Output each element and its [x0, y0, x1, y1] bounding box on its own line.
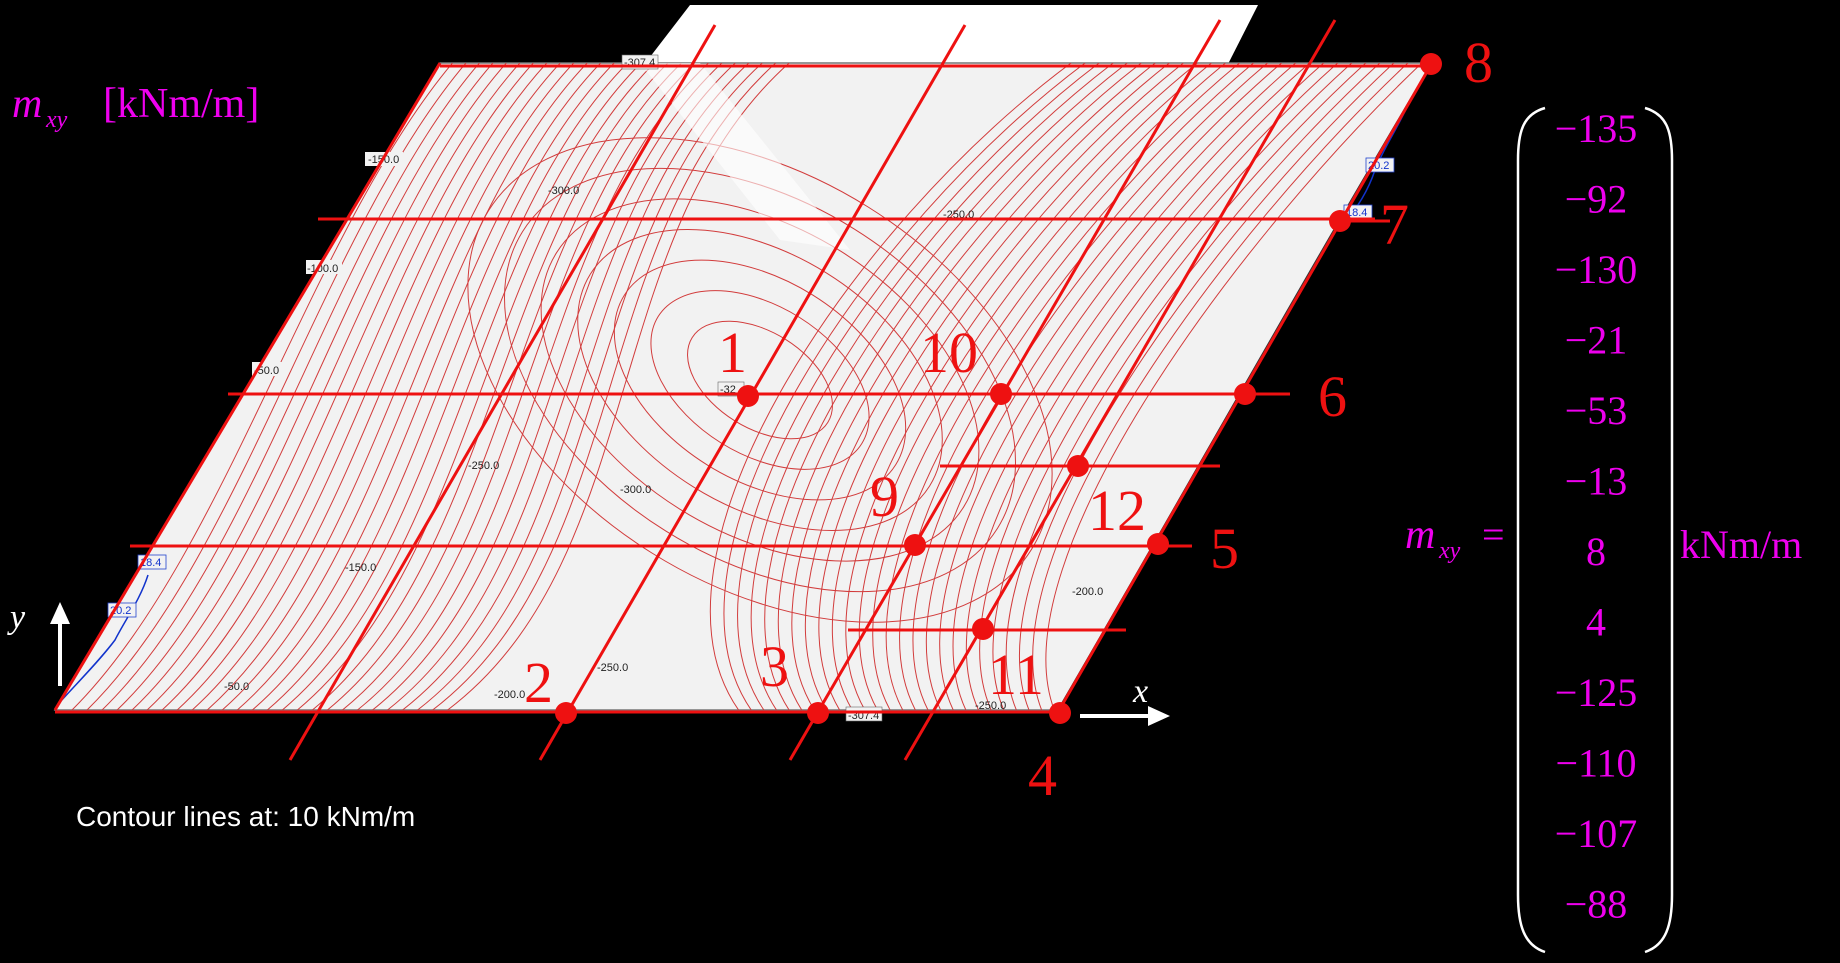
background-wedge [640, 5, 1258, 70]
contour-label: -250.0 [597, 662, 628, 674]
point-label-7: 7 [1380, 192, 1409, 257]
vector-entry: −135 [1555, 106, 1638, 151]
contour-label: -150.0 [345, 562, 376, 574]
point-marker-5 [1147, 533, 1169, 555]
vector-entry: −53 [1565, 388, 1628, 433]
vector-values: −135 −92 −130 −21 −53 −13 8 4 −125 −110 −107 −88 [1555, 106, 1638, 927]
point-marker-7 [1329, 210, 1351, 232]
plate-edge-left [53, 62, 442, 711]
contour-label: -300.0 [548, 185, 579, 197]
point-label-10: 10 [920, 320, 978, 385]
point-label-9: 9 [870, 464, 899, 529]
contour-label: -250.0 [468, 460, 499, 472]
contour-label: -200.0 [494, 689, 525, 701]
vector-entry: −130 [1555, 247, 1638, 292]
left-paren [1516, 106, 1546, 954]
vector-entry: −21 [1565, 318, 1628, 363]
x-axis-label: x [1132, 673, 1148, 710]
boundary-contour-left [59, 574, 149, 703]
contour-label: -100.0 [307, 263, 338, 275]
point-label-1: 1 [718, 320, 747, 385]
point-label-11: 11 [988, 642, 1044, 707]
contour-line [613, 259, 907, 501]
point-marker-9 [904, 534, 926, 556]
highlight-region [640, 63, 850, 250]
point-marker-12 [1067, 455, 1089, 477]
equation-unit: kNm/m [1680, 522, 1802, 567]
contour-label: -50.0 [254, 365, 279, 377]
contour-label: 18.4 [1346, 207, 1367, 219]
result-vector: m xy = −135 −92 −130 −21 −53 −13 8 4 −125 −110 −10… [1405, 106, 1802, 954]
title: m xy [kNm/m] [12, 81, 259, 133]
contour-label: -250.0 [975, 700, 1006, 712]
point-labels: 1 2 3 4 5 6 7 8 9 10 11 12 [524, 30, 1493, 808]
point-marker-4 [1049, 702, 1071, 724]
equation-lhs-symbol: m [1405, 512, 1435, 558]
vector-entry: −125 [1555, 670, 1638, 715]
vector-entry: −88 [1565, 882, 1628, 927]
point-marker-2 [555, 702, 577, 724]
point-label-3: 3 [760, 634, 789, 699]
contour-interval-note: Contour lines at: 10 kNm/m [76, 801, 415, 832]
vector-entry: −110 [1555, 741, 1636, 786]
vector-entry: −92 [1565, 177, 1628, 222]
point-label-4: 4 [1028, 743, 1057, 808]
point-label-8: 8 [1464, 30, 1493, 95]
equals-sign: = [1482, 512, 1505, 557]
contour-label: -300.0 [620, 484, 651, 496]
point-marker-10 [990, 383, 1012, 405]
vector-entry: 4 [1586, 600, 1606, 645]
title-symbol: m [12, 81, 42, 127]
vector-entry: −13 [1565, 459, 1628, 504]
contour-line [577, 228, 943, 532]
point-label-12: 12 [1088, 478, 1146, 543]
point-marker-6 [1234, 383, 1256, 405]
contour-line [467, 137, 1053, 623]
title-unit: [kNm/m] [103, 81, 259, 127]
right-paren [1644, 106, 1674, 954]
equation-lhs-subscript: xy [1438, 538, 1461, 564]
point-label-2: 2 [524, 650, 553, 715]
contour-line [650, 290, 870, 470]
contour-line [503, 167, 1017, 593]
contour-label: -200.0 [1072, 586, 1103, 598]
point-marker-11 [972, 618, 994, 640]
point-marker-3 [807, 702, 829, 724]
contour-label: -50.0 [224, 681, 249, 693]
section-points [555, 53, 1442, 724]
contour-value-labels: -150.0 -300.0 -100.0 -50.0 -250.0 -300.0… [107, 54, 1395, 722]
x-axis-arrow [1080, 706, 1170, 726]
point-label-6: 6 [1318, 364, 1347, 429]
point-label-5: 5 [1210, 516, 1239, 581]
point-marker-1 [737, 385, 759, 407]
vector-entry: −107 [1555, 811, 1638, 856]
vector-entry: 8 [1586, 529, 1606, 574]
section-line-diag-1 [288, 24, 717, 761]
y-axis-arrow [50, 602, 70, 686]
point-marker-8 [1420, 53, 1442, 75]
y-axis-label: y [7, 599, 26, 636]
title-subscript: xy [45, 107, 68, 133]
contour-line [540, 198, 980, 562]
